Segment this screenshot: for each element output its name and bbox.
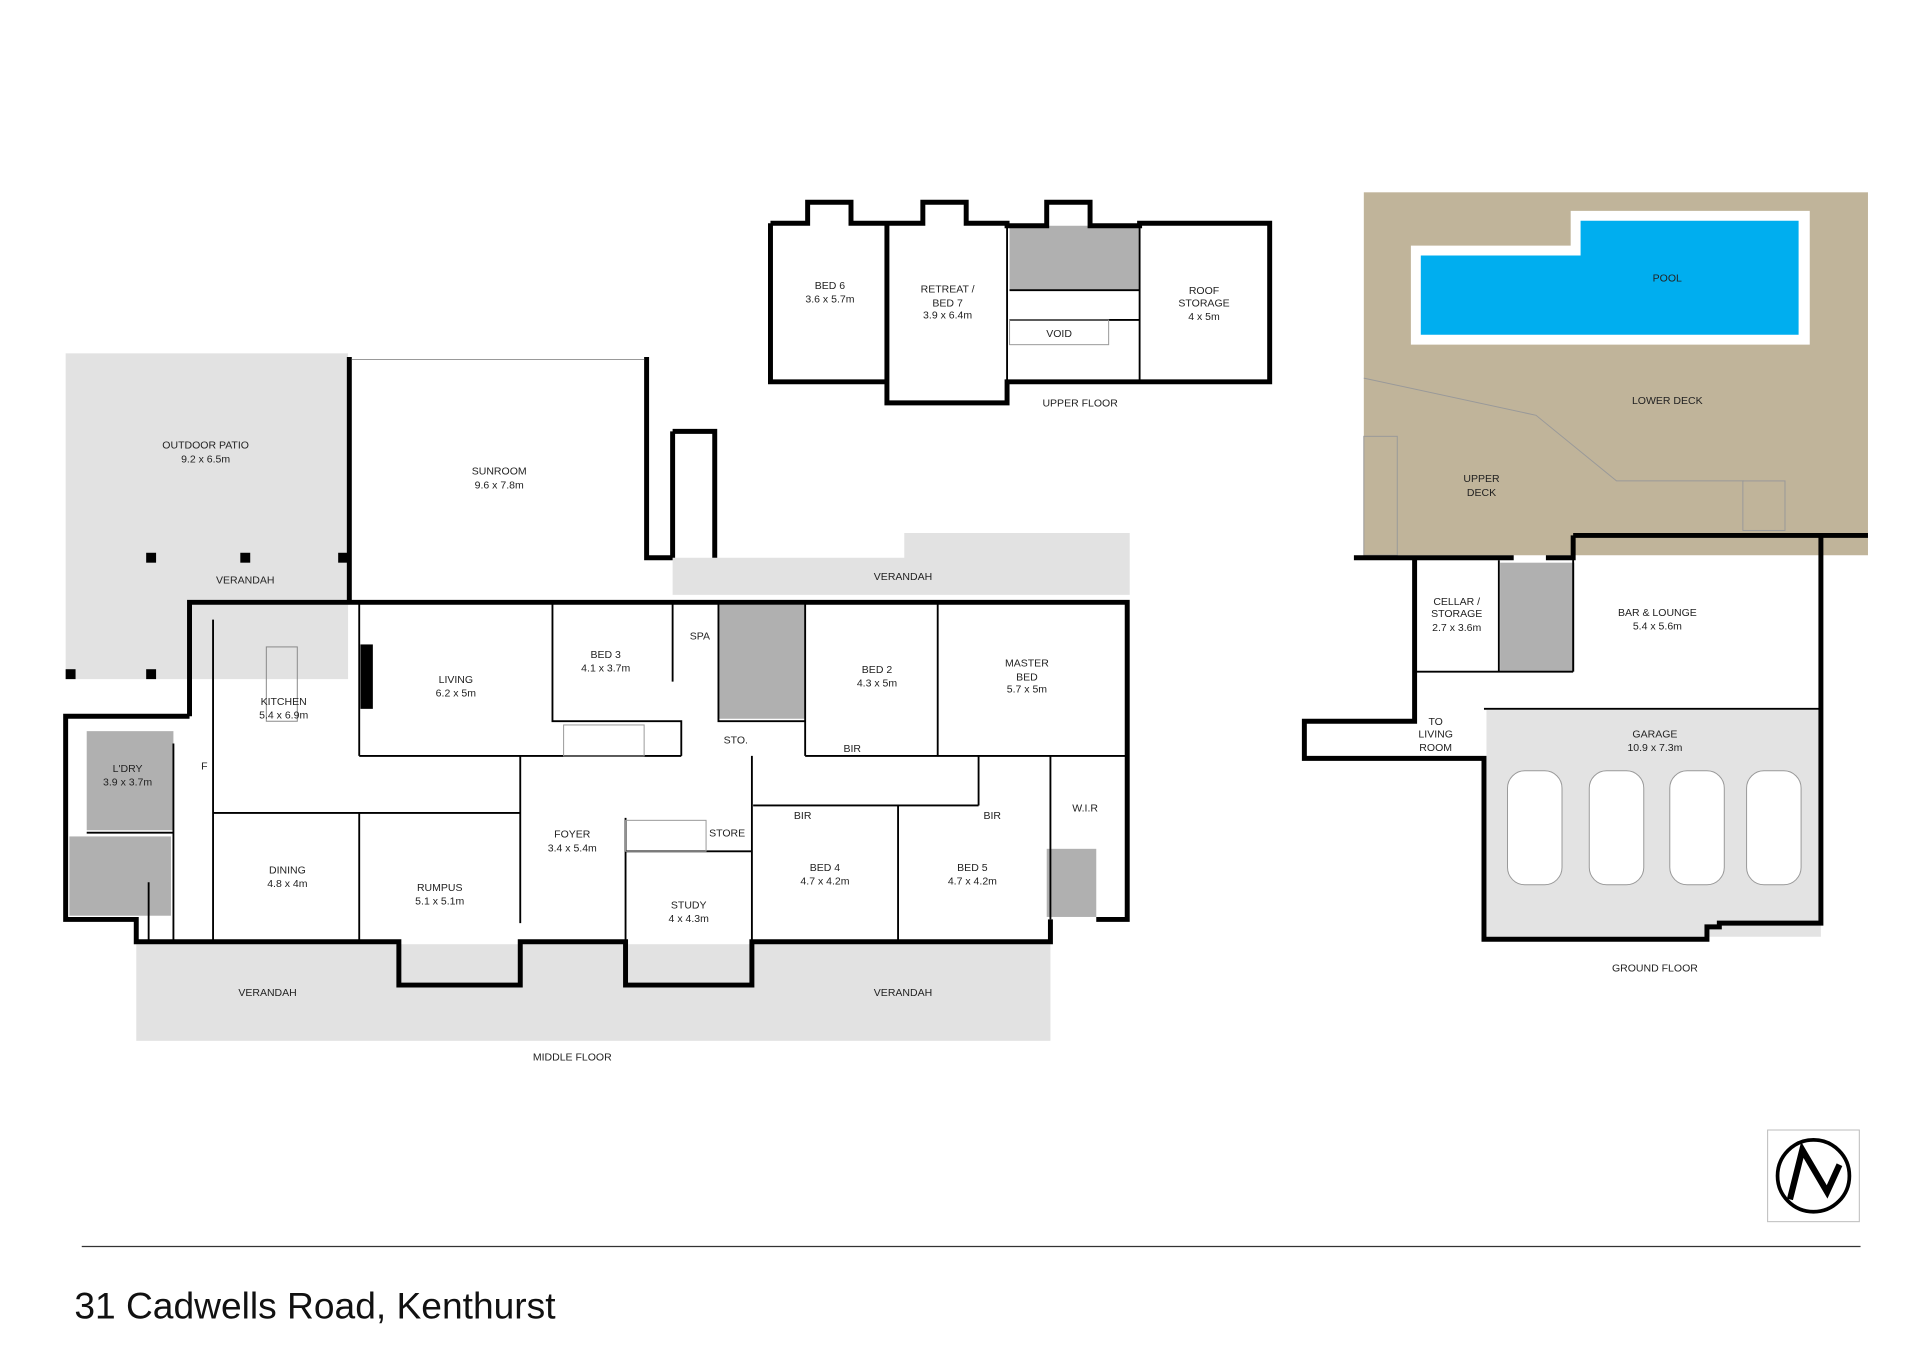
ldry-floor [86, 731, 174, 831]
rumpus-label: RUMPUS [417, 882, 463, 894]
upper-deck-label: UPPER [1463, 473, 1500, 485]
pool-label: POOL [1653, 272, 1682, 284]
property-address: 31 Cadwells Road, Kenthurst [74, 1284, 556, 1326]
bath-left-floor [69, 836, 171, 916]
verandah-top-right [672, 532, 1130, 595]
fridge-label: F [201, 761, 207, 773]
bir-label: BIR [983, 810, 1001, 822]
roof-storage-size: 4 x 5m [1188, 311, 1220, 323]
main-bath-floor [718, 604, 806, 719]
car-icons [1507, 770, 1802, 886]
island-bench [265, 646, 298, 722]
garage-size: 10.9 x 7.3m [1627, 742, 1682, 754]
bir-label: BIR [843, 743, 861, 755]
sunroom-label: SUNROOM [472, 466, 527, 478]
middle-floor-label: MIDDLE FLOOR [533, 1052, 612, 1064]
retreat-label: RETREAT / [921, 284, 975, 296]
garage-label: GARAGE [1632, 728, 1677, 740]
void-label: VOID [1046, 328, 1072, 340]
cellar-label: CELLAR / [1433, 596, 1480, 608]
spa-label: SPA [690, 630, 710, 642]
verandah-label: VERANDAH [874, 571, 932, 583]
outdoor-patio-size: 9.2 x 6.5m [181, 453, 230, 465]
kitchen-size: 5.4 x 6.9m [259, 710, 308, 722]
to-living-room-label-3: ROOM [1419, 742, 1452, 754]
rumpus-size: 5.1 x 5.1m [415, 896, 464, 908]
sunroom-size: 9.6 x 7.8m [475, 479, 524, 491]
bed6-size: 3.6 x 5.7m [805, 294, 854, 306]
verandah-label: VERANDAH [216, 575, 274, 587]
ldry-size: 3.9 x 3.7m [103, 777, 152, 789]
bar-lounge-size: 5.4 x 5.6m [1633, 621, 1682, 633]
to-living-room-label: TO [1428, 716, 1442, 728]
master-size: 5.7 x 5m [1007, 684, 1048, 696]
outdoor-patio-area [65, 353, 349, 680]
outdoor-patio-label: OUTDOOR PATIO [162, 440, 249, 452]
upper-deck-label-2: DECK [1467, 487, 1496, 499]
upper-bath-floor [1009, 225, 1140, 291]
sto-label: STO. [724, 735, 748, 747]
pool-water [1420, 220, 1799, 335]
cellar-size: 2.7 x 3.6m [1432, 622, 1481, 634]
verandah-bottom [136, 944, 1051, 1041]
fireplace [360, 644, 373, 709]
master-label-2: BED [1016, 671, 1038, 683]
verandah-label: VERANDAH [238, 987, 296, 999]
master-label: MASTER [1005, 658, 1049, 670]
bir-label: BIR [794, 810, 812, 822]
study-size: 4 x 4.3m [669, 913, 710, 925]
bar-lounge-label: BAR & LOUNGE [1618, 607, 1697, 619]
study-label: STUDY [671, 899, 707, 911]
dining-size: 4.8 x 4m [267, 878, 308, 890]
ldry-label: L'DRY [113, 763, 143, 775]
foyer-label: FOYER [554, 829, 591, 841]
bed5-label: BED 5 [957, 862, 988, 874]
ground-bath-floor [1500, 562, 1575, 672]
cellar-label-2: STORAGE [1431, 608, 1482, 620]
retreat-label-2: BED 7 [932, 297, 963, 309]
retreat-size: 3.9 x 6.4m [923, 310, 972, 322]
verandah-top-left [148, 555, 350, 605]
lower-deck-label: LOWER DECK [1632, 395, 1703, 407]
store-label: STORE [709, 827, 745, 839]
verandah-label: VERANDAH [874, 987, 932, 999]
bed4-label: BED 4 [810, 862, 841, 874]
ensuite-floor [1046, 848, 1097, 917]
to-living-room-label-2: LIVING [1418, 728, 1452, 740]
bed3-size: 4.1 x 3.7m [581, 663, 630, 675]
bed2-label: BED 2 [862, 664, 893, 676]
bed6-label: BED 6 [815, 280, 846, 292]
upper-floor-label: UPPER FLOOR [1042, 398, 1118, 410]
north-arrow-icon [1767, 1129, 1860, 1223]
ground-floor: POOL LOWER DECK UPPER DECK CELLAR / STOR… [1301, 192, 1868, 974]
roof-storage-label-2: STORAGE [1178, 297, 1229, 309]
living-size: 6.2 x 5m [436, 687, 477, 699]
bed3-label: BED 3 [591, 649, 622, 661]
bed5-size: 4.7 x 4.2m [948, 876, 997, 888]
bed2-size: 4.3 x 5m [857, 678, 898, 690]
ground-floor-label: GROUND FLOOR [1612, 962, 1698, 974]
middle-floor: MIDDLE FLOOR OUTDOOR PATIO 9.2 x 6.5m SU… [63, 353, 1130, 1064]
kitchen-label: KITCHEN [261, 696, 307, 708]
wir-label: W.I.R [1072, 803, 1098, 815]
dining-label: DINING [269, 865, 306, 877]
foyer-size: 3.4 x 5.4m [548, 842, 597, 854]
living-label: LIVING [439, 674, 473, 686]
upper-floor: BED 6 3.6 x 5.7m RETREAT / BED 7 3.9 x 6… [768, 199, 1273, 410]
bed4-size: 4.7 x 4.2m [800, 876, 849, 888]
roof-storage-label: ROOF [1189, 285, 1219, 297]
